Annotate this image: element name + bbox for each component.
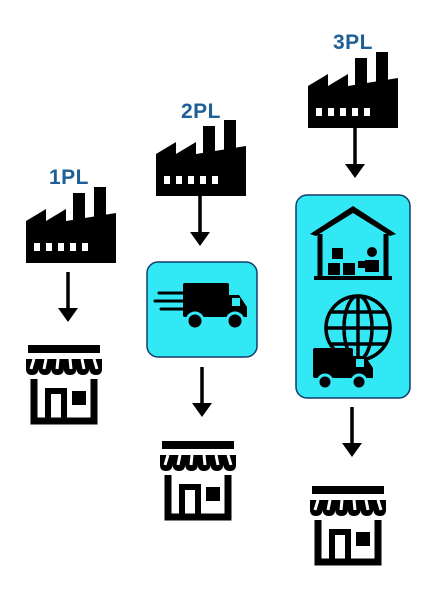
arrow-down-icon <box>190 365 214 419</box>
factory-icon <box>308 52 398 128</box>
column-3pl <box>295 52 411 562</box>
arrow-down-icon <box>343 126 367 180</box>
arrow-down-icon <box>188 194 212 248</box>
store-icon <box>160 441 236 517</box>
column-title-2pl: 2PL <box>181 100 222 123</box>
arrow-down-icon <box>56 270 80 324</box>
column-title-1pl: 1PL <box>49 166 90 189</box>
column-1pl <box>26 187 116 421</box>
arrow-down-icon <box>340 405 364 459</box>
factory-icon <box>156 120 246 196</box>
warehouse-icon <box>310 206 396 280</box>
delivery-van-icon <box>313 348 373 391</box>
factory-icon <box>26 187 116 263</box>
store-icon <box>310 486 386 562</box>
delivery-truck-icon <box>153 283 247 331</box>
column-2pl <box>146 120 258 517</box>
store-icon <box>26 345 102 421</box>
column-title-3pl: 3PL <box>333 31 374 54</box>
